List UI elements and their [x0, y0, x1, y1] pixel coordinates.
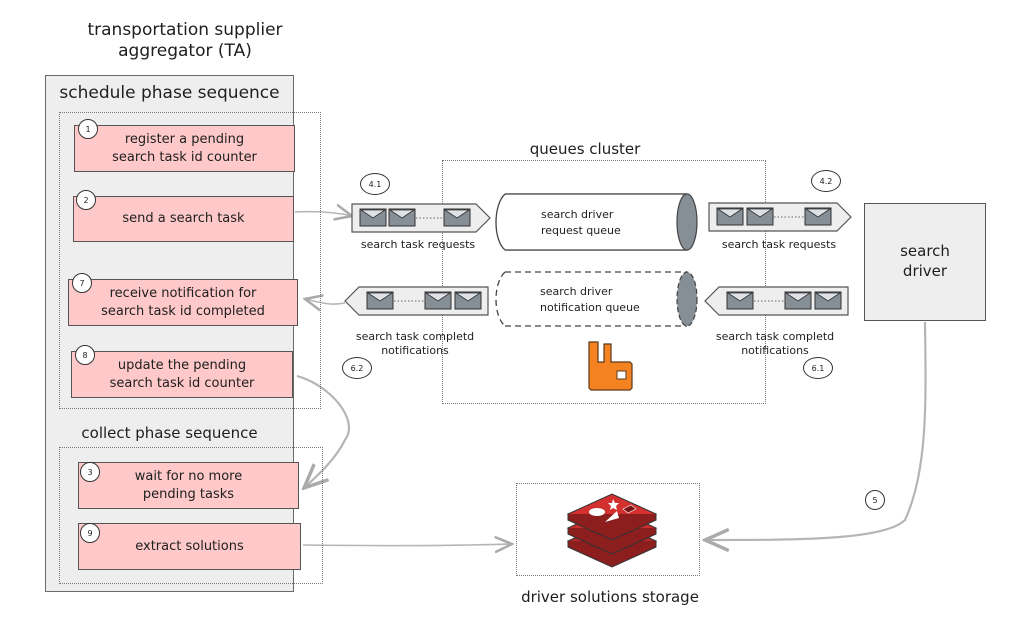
envelope-icon [454, 291, 482, 310]
arrow-receive-notification [305, 299, 346, 304]
schedule-phase-group [59, 112, 321, 409]
search-driver-label: search driver [900, 242, 950, 280]
request-queue [495, 193, 698, 251]
step-badge-1: 1 [78, 119, 98, 139]
step-badge-8: 8 [75, 345, 95, 365]
flow-badge-6-1: 6.1 [803, 357, 833, 379]
step-badge-2: 2 [76, 190, 96, 210]
notification-queue-label: search driver notification queue [540, 285, 640, 314]
message-group-4-1 [351, 203, 491, 233]
request-queue-label: search driver request queue [541, 208, 621, 237]
schedule-phase-title: schedule phase sequence [59, 83, 280, 103]
storage-group [516, 483, 700, 576]
flow-badge-4-2: 4.2 [811, 170, 841, 192]
step-1: register a pending search task id counte… [74, 125, 295, 172]
envelope-icon [366, 291, 394, 310]
envelope-icon [784, 291, 812, 310]
arrow-send-task [294, 212, 352, 216]
flow-label-6-2: search task completd notifications [355, 330, 475, 358]
step-9: extract solutions [78, 523, 301, 570]
envelope-icon [424, 291, 452, 310]
storage-label: driver solutions storage [521, 588, 699, 606]
envelope-icon [814, 291, 842, 310]
step-7: receive notification for search task id … [68, 279, 298, 326]
envelope-icon [804, 207, 832, 226]
message-group-6-2 [344, 286, 489, 316]
rabbitmq-icon [588, 341, 633, 391]
envelope-icon [359, 208, 387, 227]
step-3: wait for no more pending tasks [78, 462, 299, 509]
message-group-4-2 [708, 202, 852, 232]
collect-phase-group [59, 447, 323, 584]
redis-icon [566, 493, 658, 568]
step-8: update the pending search task id counte… [71, 351, 293, 398]
flow-label-4-1: search task requests [360, 238, 476, 251]
queues-cluster-title: queues cluster [529, 140, 641, 158]
envelope-icon [746, 207, 774, 226]
step-badge-3: 3 [80, 462, 100, 482]
envelope-icon [716, 207, 744, 226]
search-driver-box [864, 203, 986, 321]
arrow-extract-solutions [302, 544, 512, 546]
flow-label-4-2: search task requests [721, 238, 837, 251]
step-2: send a search task [73, 196, 294, 242]
arrow-update-to-wait [296, 374, 351, 488]
ta-title: transportation supplier aggregator (TA) [87, 20, 283, 62]
notification-queue [495, 271, 698, 327]
envelope-icon [443, 208, 471, 227]
arrow-store-solutions [705, 321, 927, 540]
flow-badge-6-2: 6.2 [342, 357, 372, 379]
step-badge-5: 5 [865, 490, 885, 510]
envelope-icon [726, 291, 754, 310]
collect-phase-title: collect phase sequence [81, 424, 258, 442]
envelope-icon [388, 208, 416, 227]
flow-label-6-1: search task completd notifications [715, 330, 835, 358]
step-badge-9: 9 [80, 523, 100, 543]
flow-badge-4-1: 4.1 [360, 173, 390, 195]
message-group-6-1 [704, 286, 849, 316]
step-badge-7: 7 [72, 273, 92, 293]
queues-cluster [442, 160, 766, 404]
